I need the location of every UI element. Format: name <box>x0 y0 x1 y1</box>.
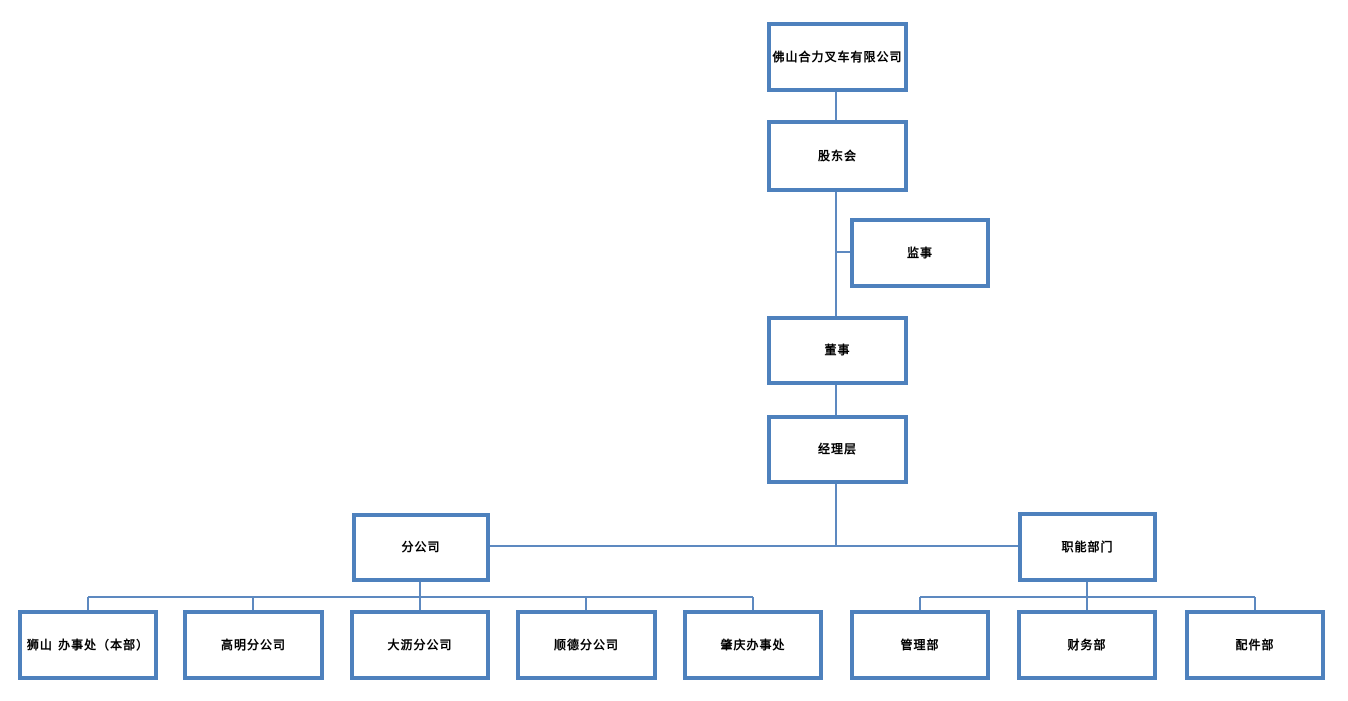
connector-branch-companies-drop <box>419 582 421 597</box>
connector-company-to-shareholders <box>835 92 837 120</box>
org-node-label-parts-department: 配件部 <box>1235 637 1275 652</box>
org-node-company: 佛山合力叉车有限公司 <box>767 22 908 92</box>
org-node-label-supervisor: 监事 <box>906 245 933 260</box>
org-node-gaoming-branch: 高明分公司 <box>183 610 324 680</box>
connector-management-drop <box>835 484 837 546</box>
connector-mid-tier-horizontal <box>490 545 1018 547</box>
org-node-label-company: 佛山合力叉车有限公司 <box>772 49 903 64</box>
org-node-board-of-directors: 董事 <box>767 316 908 385</box>
org-node-label-gaoming-branch: 高明分公司 <box>220 637 286 652</box>
org-node-shishan-office-hq: 狮山 办事处（本部） <box>18 610 158 680</box>
org-node-parts-department: 配件部 <box>1185 610 1325 680</box>
connector-stub-shunde-branch <box>585 597 587 610</box>
connector-directors-to-management <box>835 385 837 415</box>
connector-stub-shishan-office <box>87 597 89 610</box>
connector-functional-departments-drop <box>1086 582 1088 597</box>
org-node-label-branch-companies: 分公司 <box>401 540 441 555</box>
connector-stub-admin-department <box>919 597 921 610</box>
org-node-label-zhaoqing-office: 肇庆办事处 <box>720 637 786 652</box>
connector-stub-gaoming-branch <box>252 597 254 610</box>
org-node-label-shareholders-meeting: 股东会 <box>817 148 857 163</box>
connector-stub-parts-department <box>1254 597 1256 610</box>
org-node-functional-departments: 职能部门 <box>1018 512 1157 582</box>
org-node-label-dali-branch: 大沥分公司 <box>387 637 453 652</box>
org-node-dali-branch: 大沥分公司 <box>350 610 490 680</box>
org-node-label-shishan-office-hq: 狮山 办事处（本部） <box>26 637 150 652</box>
org-node-branch-companies: 分公司 <box>352 513 490 582</box>
connector-spine-to-supervisor <box>836 251 850 253</box>
org-node-shareholders-meeting: 股东会 <box>767 120 908 192</box>
org-node-supervisor: 监事 <box>850 218 990 288</box>
org-node-label-admin-department: 管理部 <box>900 637 940 652</box>
org-node-label-board-of-directors: 董事 <box>824 343 851 358</box>
org-node-label-functional-departments: 职能部门 <box>1061 539 1114 554</box>
org-node-management-level: 经理层 <box>767 415 908 484</box>
org-node-admin-department: 管理部 <box>850 610 990 680</box>
connector-stub-dali-branch <box>419 597 421 610</box>
org-node-label-shunde-branch: 顺德分公司 <box>553 637 619 652</box>
connector-shareholders-to-directors <box>835 192 837 316</box>
connector-stub-zhaoqing-office <box>752 597 754 610</box>
org-node-label-management-level: 经理层 <box>817 442 857 457</box>
org-node-shunde-branch: 顺德分公司 <box>516 610 657 680</box>
org-node-zhaoqing-office: 肇庆办事处 <box>683 610 823 680</box>
org-node-finance-department: 财务部 <box>1017 610 1157 680</box>
org-node-label-finance-department: 财务部 <box>1067 637 1107 652</box>
connector-stub-finance-department <box>1086 597 1088 610</box>
